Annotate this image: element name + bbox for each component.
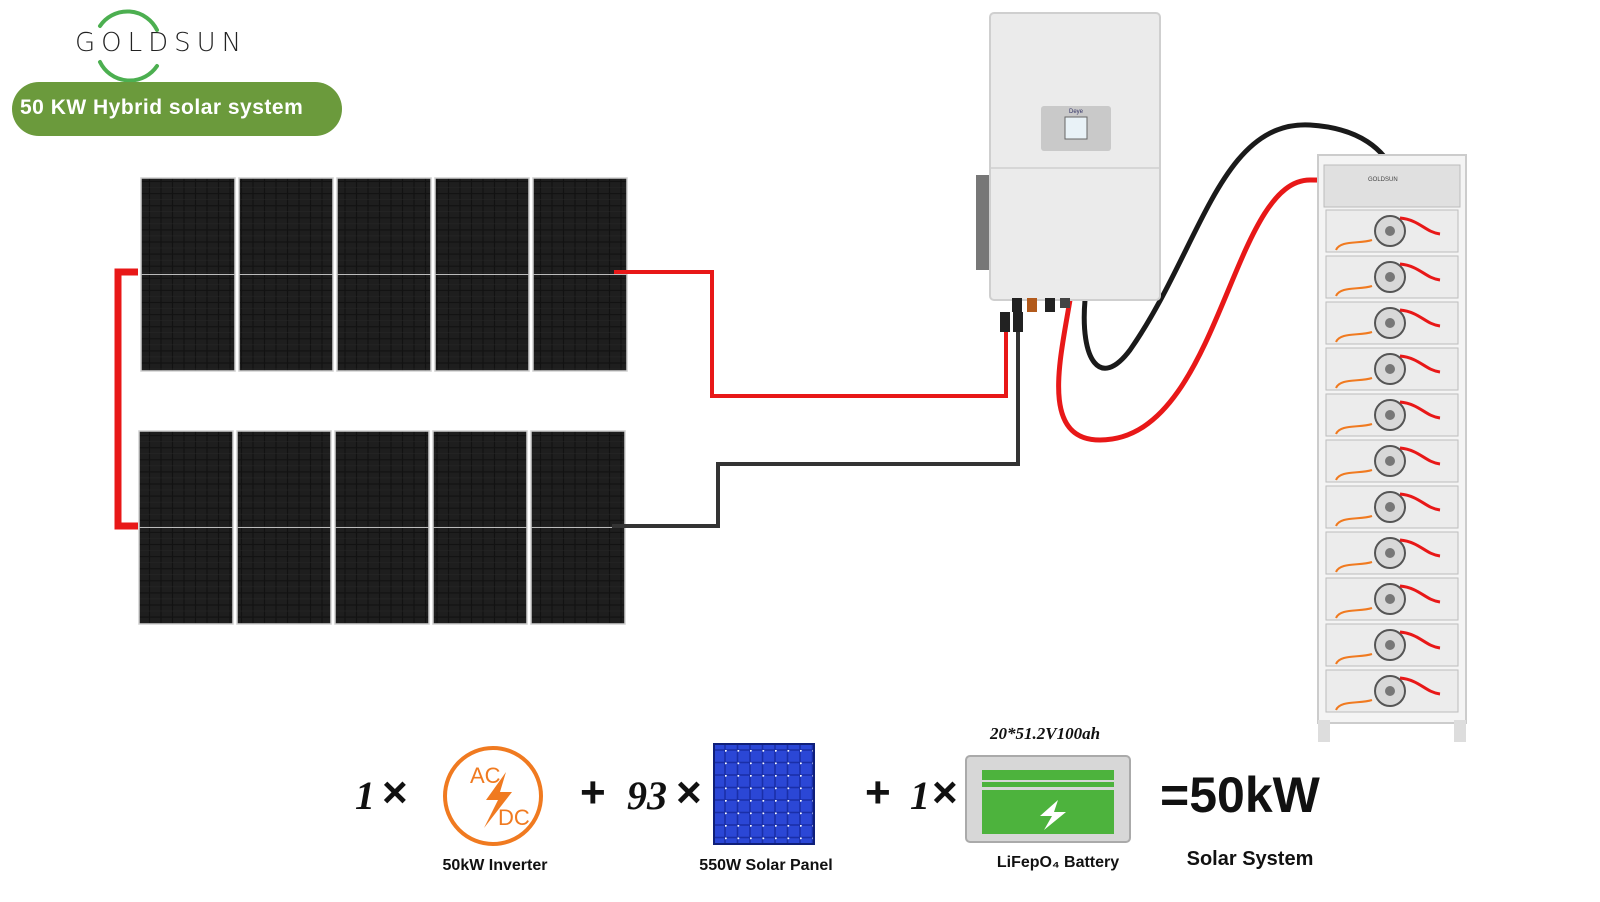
module-comm-cable [1335, 239, 1373, 251]
hybrid-inverter: Deye [976, 12, 1161, 332]
inverter-brand: Deye [1069, 109, 1084, 115]
module-comm-cable [1335, 377, 1373, 389]
module-cable [1399, 216, 1441, 236]
module-cable [1399, 630, 1441, 650]
battery-label: LiFepO₄ Battery [996, 854, 1120, 871]
module-cable [1399, 308, 1441, 328]
module-comm-cable [1335, 331, 1373, 343]
fan-hub [1385, 364, 1395, 374]
fan-hub [1385, 502, 1395, 512]
module-comm-cable [1335, 469, 1373, 481]
logo-mark-icon [98, 9, 159, 83]
module-comm-cable [1335, 285, 1373, 297]
times-symbol: × [932, 768, 958, 817]
brand-logo-text: GOLDSUN [75, 28, 248, 58]
times-symbol: × [676, 768, 702, 817]
module-cable [1399, 492, 1441, 512]
fan-hub [1385, 640, 1395, 650]
title-badge: 50 KW Hybrid solar system [12, 82, 342, 136]
inverter-label: 50kW Inverter [442, 857, 548, 874]
ac-label: AC [470, 763, 501, 788]
plus-symbol: + [865, 768, 891, 817]
fan-hub [1385, 226, 1395, 236]
fan-hub [1385, 594, 1395, 604]
solar-panel-icon [713, 743, 815, 845]
panel-qty: 93 [627, 773, 667, 818]
panel-label: 550W Solar Panel [699, 857, 833, 874]
fan-hub [1385, 686, 1395, 696]
module-cable [1399, 446, 1441, 466]
module-comm-cable [1335, 561, 1373, 573]
plus-symbol: + [580, 768, 606, 817]
battery-qty: 1 [910, 773, 930, 818]
battery-icon [965, 755, 1131, 843]
fan-hub [1385, 548, 1395, 558]
result-total: =50kW [1160, 767, 1320, 823]
inverter-qty: 1 [355, 773, 375, 818]
fan-hub [1385, 456, 1395, 466]
module-comm-cable [1335, 515, 1373, 527]
battery-rack: GOLDSUN [1317, 154, 1467, 742]
fan-hub [1385, 272, 1395, 282]
times-symbol: × [382, 768, 408, 817]
module-cable [1399, 354, 1441, 374]
module-cable [1399, 538, 1441, 558]
dc-label: DC [498, 805, 530, 830]
module-cable [1399, 400, 1441, 420]
battery-spec: 20*51.2V100ah [990, 724, 1101, 743]
solar-array-bottom [138, 430, 626, 625]
inverter-ac-dc-icon: AC DC [443, 746, 543, 846]
module-cable [1399, 676, 1441, 696]
fan-hub [1385, 318, 1395, 328]
module-cable [1399, 262, 1441, 282]
module-comm-cable [1335, 699, 1373, 711]
solar-array-top [140, 177, 628, 372]
module-comm-cable [1335, 653, 1373, 665]
module-cable [1399, 584, 1441, 604]
fan-hub [1385, 410, 1395, 420]
rack-brand: GOLDSUN [1368, 177, 1398, 183]
module-comm-cable [1335, 607, 1373, 619]
result-label: Solar System [1186, 848, 1314, 870]
module-comm-cable [1335, 423, 1373, 435]
